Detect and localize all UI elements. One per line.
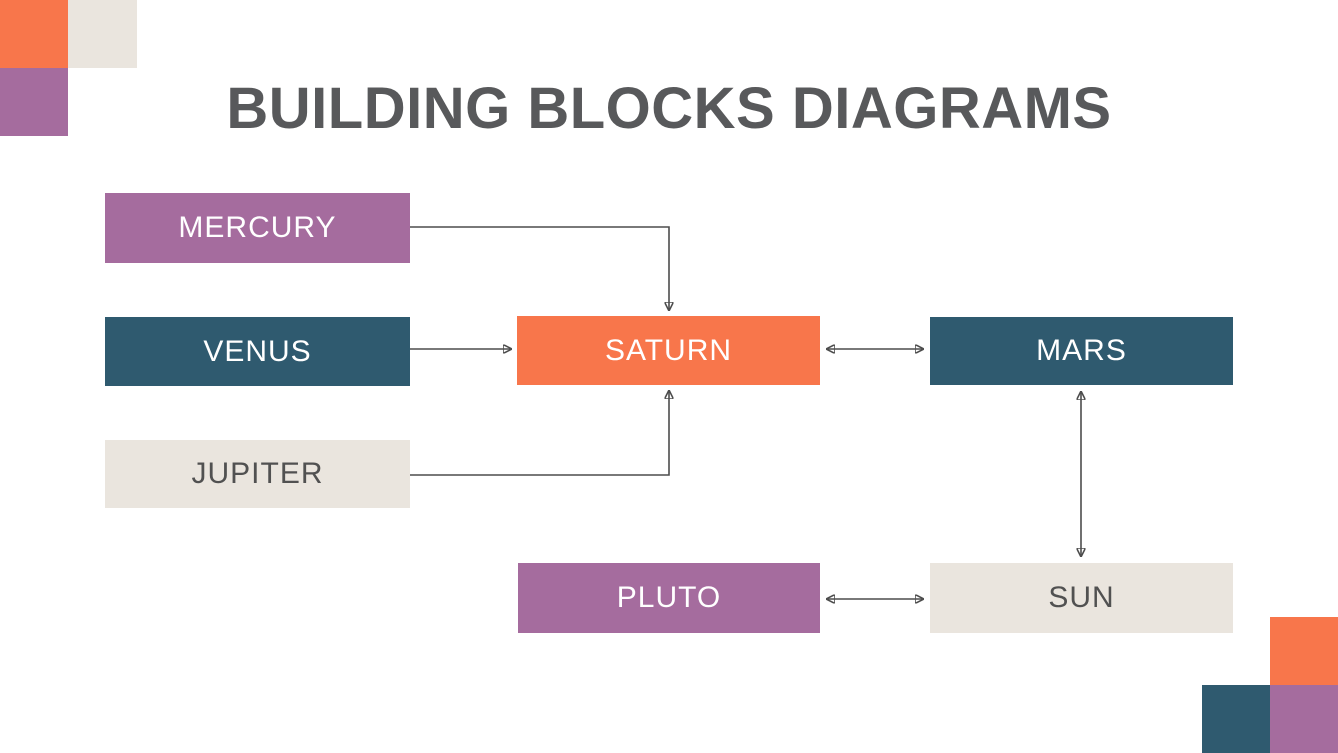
diagram-block-label: JUPITER	[191, 457, 324, 490]
diagram-block-pluto: PLUTO	[518, 563, 820, 633]
diagram-block-label: MARS	[1036, 334, 1127, 367]
edge-mercury-saturn	[410, 226, 669, 310]
diagram-block-label: SATURN	[604, 333, 733, 367]
diagram-block-saturn: SATURN	[517, 316, 820, 385]
diagram-block-label: PLUTO	[616, 581, 722, 614]
diagram-block-mars: MARS	[930, 317, 1233, 385]
decor-square-top-left-beige	[68, 0, 137, 68]
diagram-block-jupiter: JUPITER	[105, 440, 410, 508]
diagram-block-label: VENUS	[203, 334, 312, 368]
page-title: BUILDING BLOCKS DIAGRAMS	[226, 76, 1112, 141]
edge-jupiter-saturn	[410, 391, 669, 476]
diagram-block-sun: SUN	[930, 563, 1233, 633]
diagram-block-mercury: MERCURY	[105, 193, 410, 263]
decor-square-top-left-purple	[0, 68, 68, 136]
diagram-block-label: SUN	[1048, 581, 1115, 614]
diagram-block-label: MERCURY	[178, 211, 337, 244]
diagram-block-venus: VENUS	[105, 317, 410, 386]
decor-square-bottom-right-orange	[1270, 617, 1338, 685]
decor-square-top-left-orange	[0, 0, 68, 68]
decor-square-bottom-right-teal	[1202, 685, 1270, 753]
decor-square-bottom-right-purple	[1270, 685, 1338, 753]
